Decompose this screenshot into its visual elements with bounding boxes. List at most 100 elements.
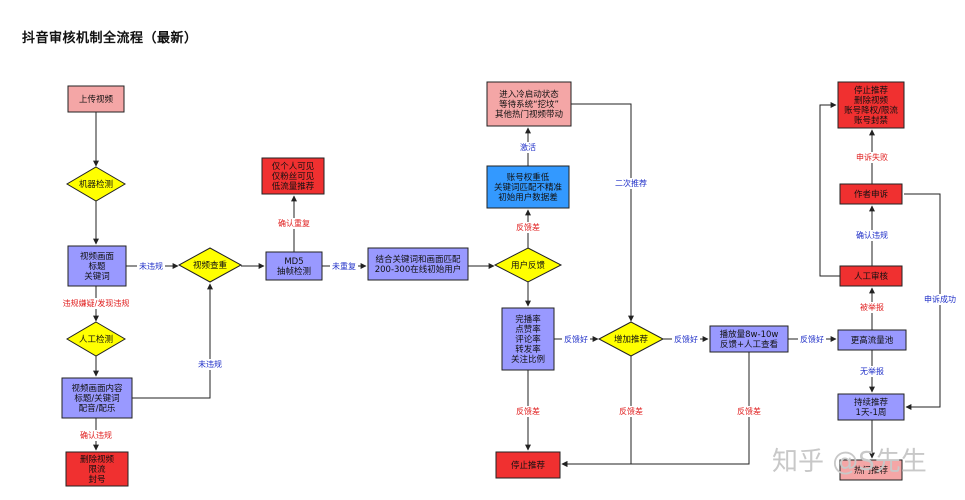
node-label: 仅个人可见: [272, 161, 315, 172]
node-label: 结合关键词和画面匹配: [375, 254, 461, 265]
node-continued: [837, 393, 905, 421]
edge-label-bg: [78, 430, 114, 441]
edge-plays-stop: [561, 352, 750, 467]
node-self-visible: [261, 157, 325, 195]
edge-label-appeal-failed: 申诉失败: [856, 152, 888, 162]
node-label: 限流: [88, 464, 106, 475]
node-video-frames: [67, 245, 127, 287]
node-author-appeal: [839, 183, 903, 205]
node-label: 停止推荐: [854, 85, 889, 96]
edge-label-confirmed-duplicate: 确认重复: [278, 218, 310, 228]
node-label: 封号: [88, 474, 105, 485]
node-label: 标题/关键词: [74, 393, 119, 404]
edge-label-bg: [562, 334, 590, 345]
edge-label-bg: [858, 302, 886, 313]
edge-label-feedback-bad-2: 反馈差: [516, 406, 540, 416]
node-boost: [597, 321, 665, 357]
node-label: MD5: [284, 257, 303, 267]
node-label: 视频画面: [80, 251, 115, 262]
edge-label-not-duplicate: 未重复: [332, 261, 356, 271]
edge-label-appeal-success: 申诉成功: [924, 294, 956, 304]
node-label: 用户反馈: [511, 260, 546, 271]
edge-label-bg: [922, 294, 958, 305]
node-label: 视频查重: [193, 260, 228, 271]
node-upload: [67, 85, 125, 113]
node-higher-pool: [837, 329, 907, 351]
edge-label-feedback-good-3: 反馈好: [800, 334, 824, 344]
node-label: 关注比例: [511, 354, 545, 365]
node-label: 持续推荐: [854, 397, 889, 408]
edge-label-activate: 激活: [520, 142, 536, 152]
edge-label-bg: [613, 178, 649, 189]
node-video-content: [61, 377, 133, 419]
edge-label-not-violating-2: 未违规: [198, 359, 222, 369]
edge-label-feedback-good-1: 反馈好: [564, 334, 588, 344]
node-machine-check: [66, 166, 126, 202]
node-label: 1天-1周: [856, 408, 887, 418]
node-label: 关键词匹配不精准: [494, 182, 563, 193]
node-stop-all: [837, 81, 905, 129]
node-label: 低流量推荐: [272, 181, 315, 192]
edge-label-bg: [58, 298, 134, 309]
node-metrics: [501, 307, 555, 371]
node-human-review: [839, 265, 903, 287]
node-label: 账号降权/限流: [844, 105, 898, 116]
node-label: 作者申诉: [854, 189, 889, 200]
node-label: 视频画面内容: [71, 383, 123, 394]
edge-review-stopall: [819, 102, 840, 277]
edge-label-bg: [137, 261, 165, 272]
edge-label-bg: [330, 261, 358, 272]
edge-label-feedback-bad-4: 反馈差: [737, 406, 761, 416]
node-low-weight: [486, 165, 570, 209]
node-video-dedup: [177, 247, 243, 283]
edge-label-bg: [854, 230, 890, 241]
edge-label-feedback-good-2: 反馈好: [674, 334, 698, 344]
watermark: 知乎 @S先生: [772, 447, 927, 477]
node-keyword-match: [367, 247, 469, 281]
edge-label-confirmed-violation-2: 确认违规: [856, 230, 888, 240]
edge-label-bg: [735, 406, 763, 417]
node-label: 反馈+人工查看: [720, 339, 778, 350]
node-label: 完播率: [515, 314, 541, 325]
edge-content-dedup: [132, 283, 213, 399]
node-label: 评论率: [515, 334, 541, 345]
edge-coldstart-boost: [571, 103, 634, 322]
node-label: 删除视频: [854, 95, 889, 106]
node-label: 播放量8w-10w: [720, 329, 779, 340]
edge-label-bg: [518, 142, 538, 153]
page-title: 抖音审核机制全流程（最新）: [22, 31, 198, 46]
node-label: 更高流量池: [851, 335, 894, 346]
node-label: 转发率: [515, 344, 541, 355]
node-label: 等待系统“挖坟”: [499, 99, 559, 110]
edge-label-suspected-violation: 违规嫌疑/发现违规: [63, 298, 130, 308]
edge-label-feedback-bad-3: 反馈差: [619, 406, 643, 416]
node-user-feedback: [493, 247, 563, 283]
edge-label-bg: [617, 406, 645, 417]
node-label: 删除视频: [80, 454, 115, 465]
edge-label-no-report: 无举报: [860, 366, 884, 376]
edge-label-bg: [798, 334, 826, 345]
edge-label-bg: [672, 334, 700, 345]
node-cold-start: [486, 81, 572, 127]
edge-label-bg: [276, 218, 312, 229]
node-label: 配音/配乐: [79, 403, 116, 414]
node-md5: [265, 251, 323, 281]
node-label: 仅粉丝可见: [272, 171, 315, 182]
node-label: 抽帧检测: [277, 266, 311, 277]
edge-label-bg: [196, 359, 224, 370]
node-label: 停止推荐: [511, 460, 546, 471]
edge-label-confirmed-violation-1: 确认违规: [80, 430, 112, 440]
node-label: 标题: [88, 261, 106, 272]
node-label: 其他热门视频带动: [495, 109, 564, 120]
edge-label-bg: [854, 152, 890, 163]
node-label: 机器检测: [79, 179, 113, 190]
node-label: 增加推荐: [614, 334, 649, 345]
node-label: 200-300在线初始用户: [375, 264, 462, 275]
node-label: 初始用户数据差: [498, 192, 558, 203]
edge-label-feedback-bad-1: 反馈差: [516, 222, 540, 232]
node-label: 账号权重低: [507, 172, 550, 183]
edge-label-bg: [858, 366, 886, 377]
node-label: 关键词: [84, 271, 110, 282]
